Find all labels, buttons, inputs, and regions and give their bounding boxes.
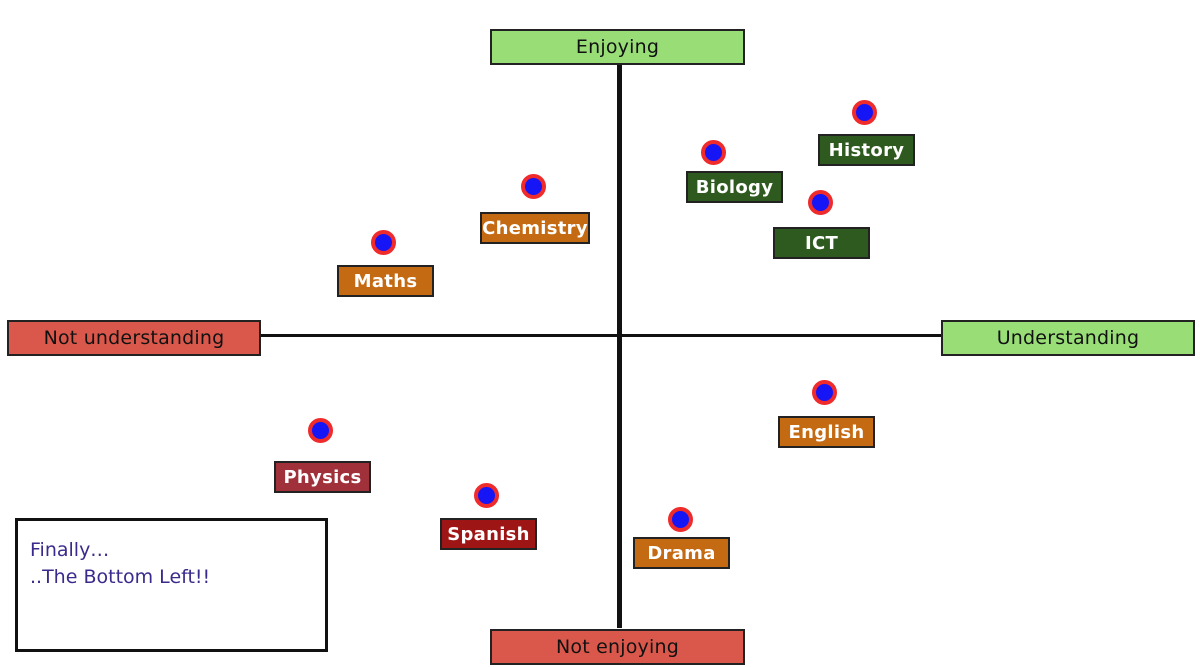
- vertical-axis: [617, 62, 622, 628]
- subject-label-biology: Biology: [686, 171, 783, 203]
- subject-marker-physics: [308, 418, 333, 443]
- subject-marker-ict: [808, 190, 833, 215]
- subject-label-history: History: [818, 134, 915, 166]
- note-box: Finally… ..The Bottom Left!!: [15, 518, 328, 652]
- axis-label-enjoying: Enjoying: [490, 29, 745, 65]
- subject-label-ict: ICT: [773, 227, 870, 259]
- subject-label-spanish: Spanish: [440, 518, 537, 550]
- subject-label-physics: Physics: [274, 461, 371, 493]
- subject-marker-biology: [701, 140, 726, 165]
- subject-label-chemistry: Chemistry: [480, 212, 590, 244]
- note-line-2: ..The Bottom Left!!: [30, 566, 211, 588]
- subject-marker-spanish: [474, 483, 499, 508]
- axis-label-not-understanding: Not understanding: [7, 320, 261, 356]
- subject-marker-history: [852, 100, 877, 125]
- note-line-1: Finally…: [30, 539, 110, 561]
- subject-marker-chemistry: [521, 174, 546, 199]
- axis-label-understanding: Understanding: [941, 320, 1195, 356]
- axis-label-not-enjoying: Not enjoying: [490, 629, 745, 665]
- subject-marker-drama: [668, 507, 693, 532]
- subject-marker-maths: [371, 230, 396, 255]
- subject-label-english: English: [778, 416, 875, 448]
- horizontal-axis: [258, 334, 944, 337]
- subject-label-maths: Maths: [337, 265, 434, 297]
- subject-label-drama: Drama: [633, 537, 730, 569]
- subject-marker-english: [812, 380, 837, 405]
